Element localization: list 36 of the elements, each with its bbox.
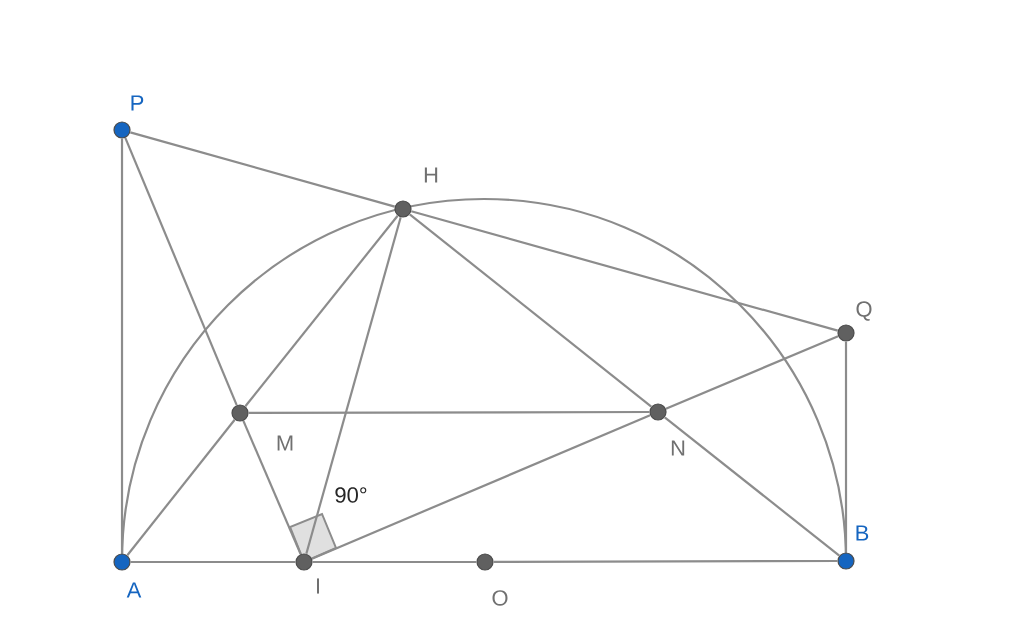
line-segment (124, 137, 238, 406)
line-segment (664, 416, 840, 557)
point-label: H (424, 167, 438, 183)
point-label: N (671, 440, 685, 456)
line-segment (665, 335, 839, 410)
line-segment (312, 560, 477, 564)
point-label: P (131, 95, 144, 111)
point (837, 324, 855, 342)
point-label: I (317, 578, 320, 594)
point-label: B (856, 525, 869, 541)
line-segment (411, 210, 839, 332)
point-label: A (126, 582, 142, 598)
line-segment (409, 213, 652, 408)
line-segment (130, 131, 396, 208)
line-segment (311, 414, 651, 560)
point-label: Q (856, 301, 872, 321)
point (394, 200, 412, 218)
line-segment (244, 215, 399, 407)
line-segment (844, 341, 848, 553)
point (231, 404, 249, 422)
point-label: O (492, 590, 508, 606)
line-segment (493, 559, 838, 564)
point (113, 121, 131, 139)
line-segment (305, 217, 402, 554)
point (476, 553, 494, 571)
point (837, 552, 855, 570)
point (113, 553, 131, 571)
line-segment (248, 410, 650, 415)
point-label: M (277, 435, 293, 451)
line-segment (242, 420, 302, 555)
line-segment (130, 560, 296, 564)
line-segment (120, 138, 124, 554)
point (649, 403, 667, 421)
line-segment (126, 419, 236, 556)
point (295, 553, 313, 571)
angle-label: 90° (335, 487, 367, 503)
